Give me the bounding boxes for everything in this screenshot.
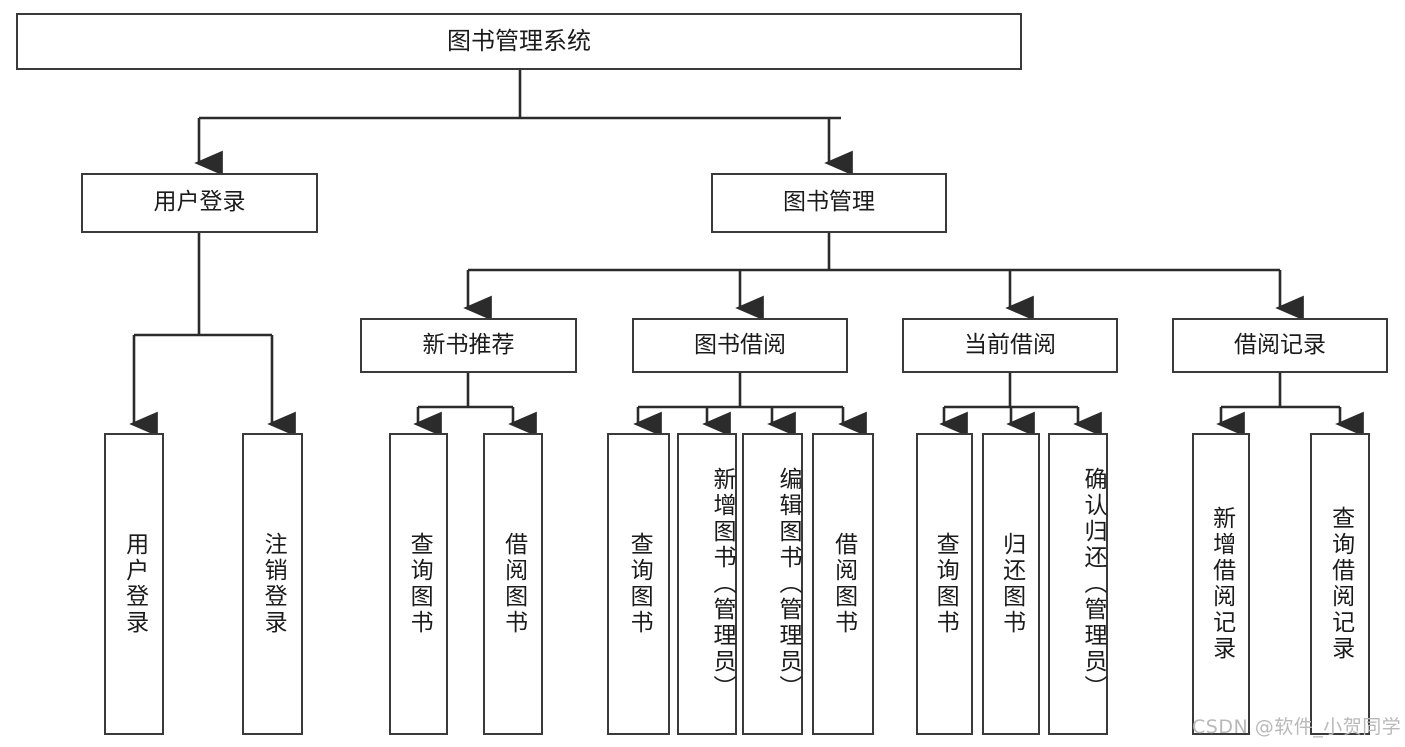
node-new-book-recommend-label: 新书推荐 xyxy=(422,331,515,358)
leaf-add-book-admin[interactable]: 新增图书（管理员） xyxy=(677,433,737,735)
leaf-user-login-label: 用户登录 xyxy=(121,532,148,636)
leaf-add-borrow-record[interactable]: 新增借阅记录 xyxy=(1192,433,1250,735)
node-new-book-recommend[interactable]: 新书推荐 xyxy=(360,318,577,373)
leaf-user-login[interactable]: 用户登录 xyxy=(104,433,164,735)
leaf-borrow-book-recommend-label: 借阅图书 xyxy=(500,532,527,636)
leaf-borrow-book-label: 借阅图书 xyxy=(830,532,857,636)
node-user-login-label: 用户登录 xyxy=(153,189,246,216)
leaf-return-book-label: 归还图书 xyxy=(998,532,1025,636)
node-borrow-records-label: 借阅记录 xyxy=(1234,331,1326,358)
leaf-query-book-borrow-label: 查询图书 xyxy=(626,532,653,636)
leaf-query-book-current[interactable]: 查询图书 xyxy=(916,433,973,735)
leaf-query-borrow-record-label: 查询借阅记录 xyxy=(1327,506,1354,662)
leaf-edit-book-admin-label: 编辑图书（管理员） xyxy=(775,467,801,701)
node-book-borrow[interactable]: 图书借阅 xyxy=(632,318,848,373)
leaf-query-book-recommend-label: 查询图书 xyxy=(406,532,433,636)
leaf-query-book-recommend[interactable]: 查询图书 xyxy=(389,433,448,735)
leaf-add-borrow-record-label: 新增借阅记录 xyxy=(1208,506,1235,662)
node-book-management[interactable]: 图书管理 xyxy=(711,173,947,233)
node-root[interactable]: 图书管理系统 xyxy=(16,13,1022,70)
node-user-login[interactable]: 用户登录 xyxy=(81,173,318,233)
leaf-query-borrow-record[interactable]: 查询借阅记录 xyxy=(1310,433,1370,735)
csdn-watermark: CSDN @软件_小贺同学 xyxy=(1192,716,1402,738)
leaf-edit-book-admin[interactable]: 编辑图书（管理员） xyxy=(742,433,803,735)
leaf-borrow-book[interactable]: 借阅图书 xyxy=(812,433,874,735)
leaf-borrow-book-recommend[interactable]: 借阅图书 xyxy=(483,433,543,735)
node-borrow-records[interactable]: 借阅记录 xyxy=(1172,318,1388,373)
leaf-logout-label: 注销登录 xyxy=(260,532,287,636)
node-current-borrow[interactable]: 当前借阅 xyxy=(902,318,1118,373)
leaf-query-book-borrow[interactable]: 查询图书 xyxy=(607,433,670,735)
leaf-add-book-admin-label: 新增图书（管理员） xyxy=(709,467,735,701)
node-book-borrow-label: 图书借阅 xyxy=(694,331,786,358)
leaf-confirm-return-admin[interactable]: 确认归还（管理员） xyxy=(1048,433,1108,735)
node-root-label: 图书管理系统 xyxy=(447,27,591,56)
leaf-logout[interactable]: 注销登录 xyxy=(242,433,303,735)
node-book-management-label: 图书管理 xyxy=(783,189,875,216)
node-current-borrow-label: 当前借阅 xyxy=(964,331,1056,358)
leaf-confirm-return-admin-label: 确认归还（管理员） xyxy=(1080,467,1106,701)
leaf-return-book[interactable]: 归还图书 xyxy=(982,433,1040,735)
leaf-query-book-current-label: 查询图书 xyxy=(932,532,959,636)
